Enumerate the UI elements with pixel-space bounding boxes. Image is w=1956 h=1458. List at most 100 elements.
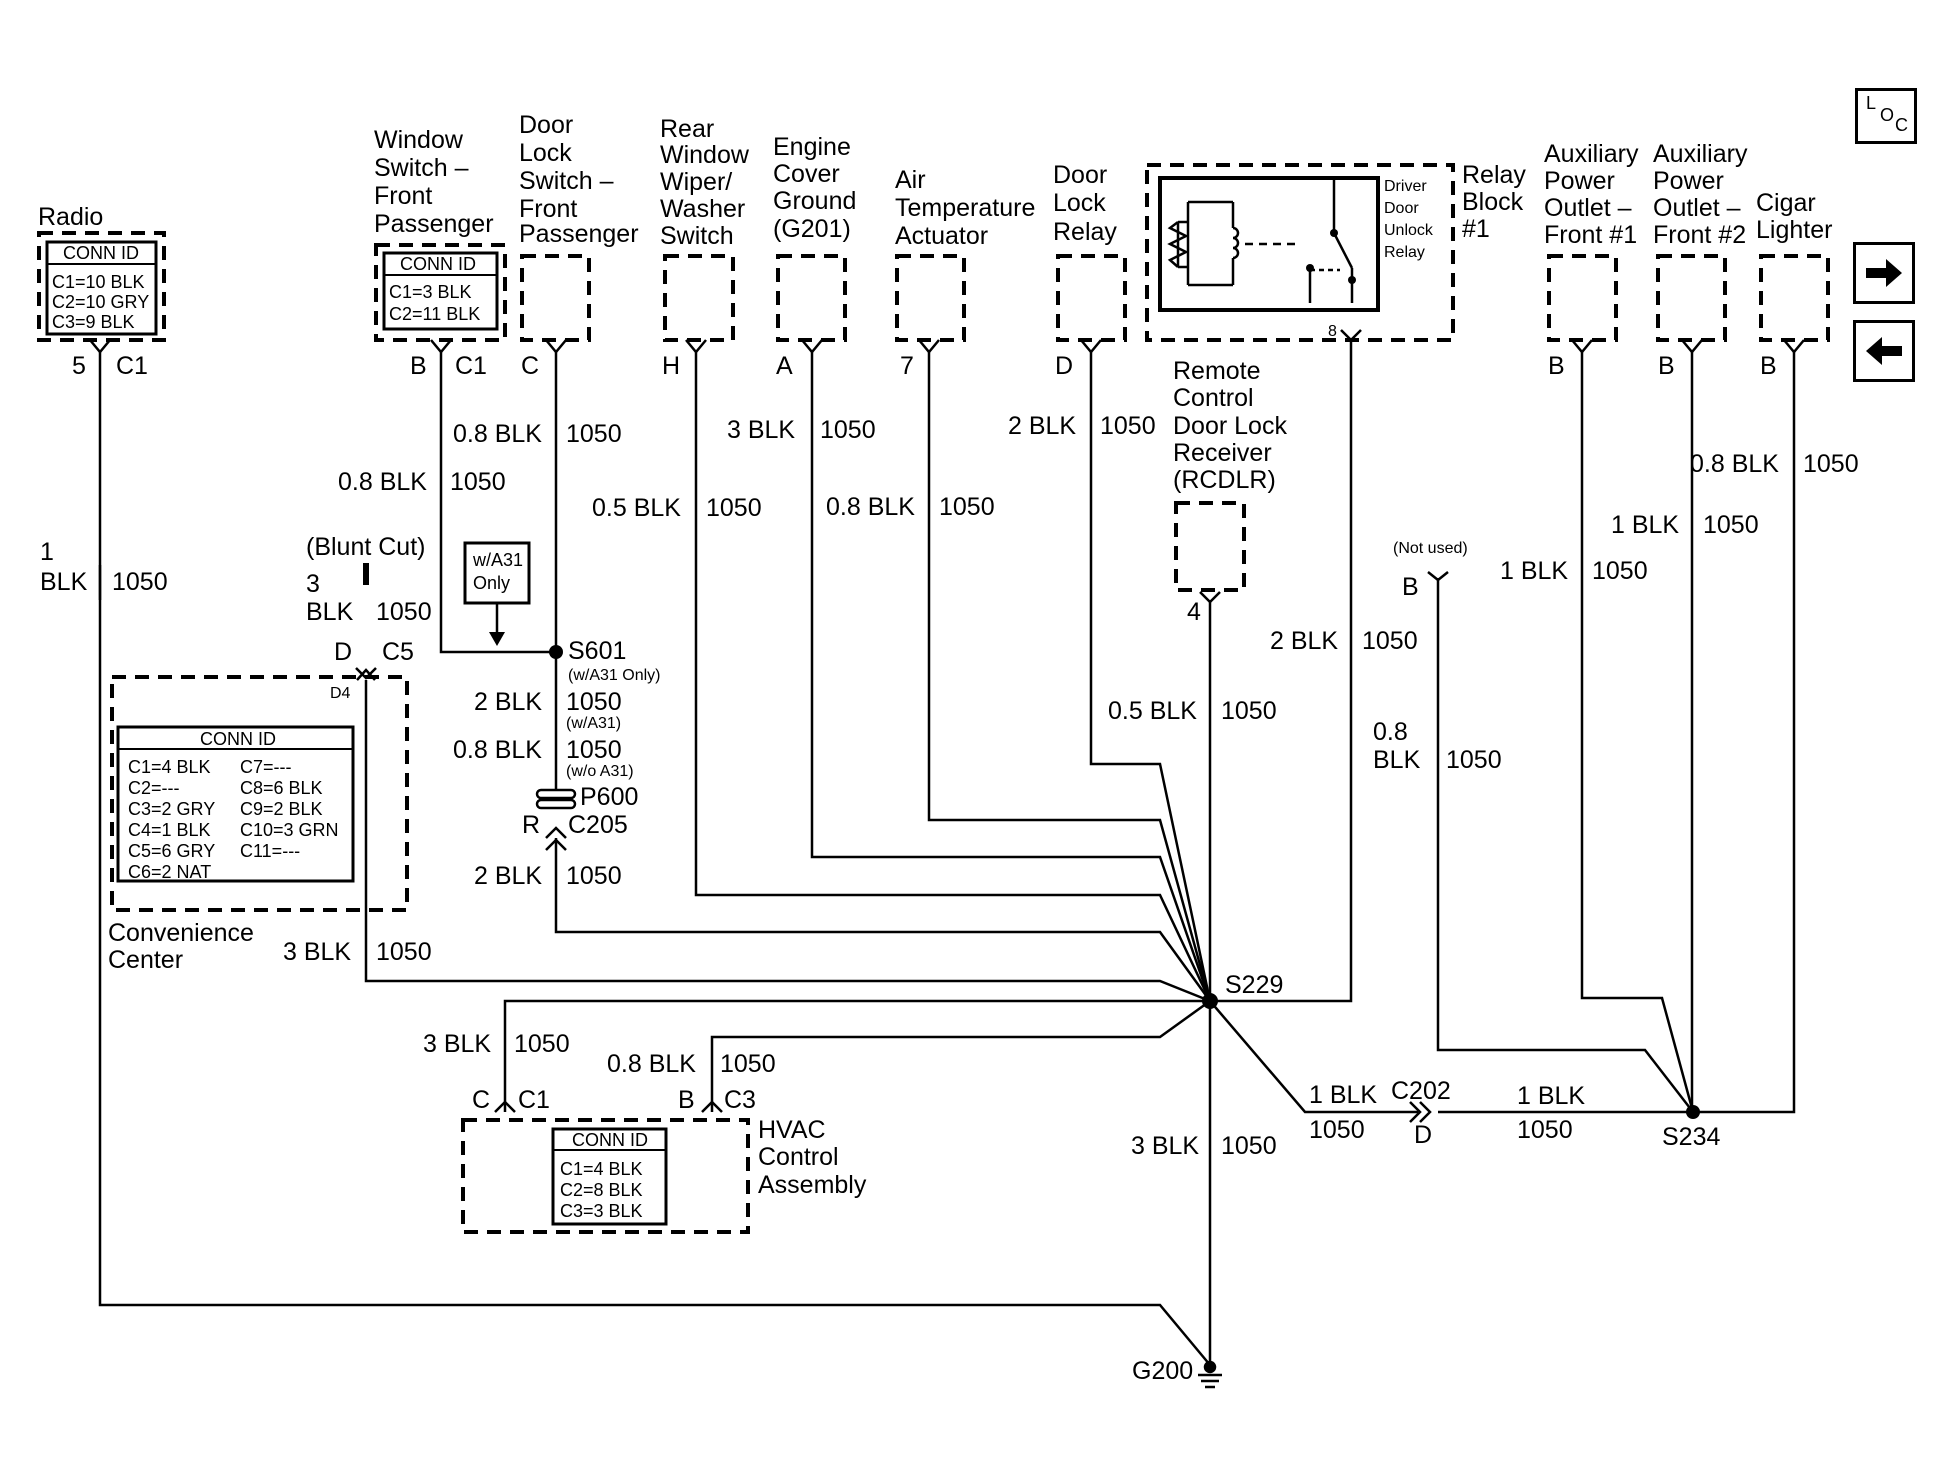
wire-label: 1050 xyxy=(1803,450,1859,478)
wire-label: 1050 xyxy=(820,416,876,444)
aux-outlet-1-label: Auxiliary xyxy=(1544,140,1639,168)
wire-label: 1050 xyxy=(1221,1132,1277,1160)
hvac-conn-table xyxy=(551,1127,668,1226)
aux-outlet-2-label: Power xyxy=(1653,167,1724,195)
convenience-conn-row: C5=6 GRY xyxy=(128,841,215,861)
wire-label: 1050 xyxy=(376,938,432,966)
splice-s229 xyxy=(1202,993,1218,1009)
w-a31-line1: w/A31 xyxy=(472,550,523,570)
window-switch-box xyxy=(374,243,507,342)
convenience-conn-row: C8=6 BLK xyxy=(240,778,323,798)
arrow-down-icon xyxy=(489,632,505,646)
hvac-conn-id: CONN ID xyxy=(572,1130,648,1150)
relay-symbol xyxy=(1167,180,1354,303)
door-lock-switch-label: Door xyxy=(519,111,573,139)
wire-label: 0.8 BLK xyxy=(453,420,542,448)
loc-letter-c: C xyxy=(1895,115,1908,135)
wiper-label: Switch xyxy=(660,222,734,250)
wire-label: 1050 xyxy=(1592,557,1648,585)
door-lock-relay-label: Door xyxy=(1053,161,1107,189)
engine-ground-box xyxy=(776,254,847,342)
aux-outlet-2-box xyxy=(1656,254,1727,342)
previous-page-button[interactable] xyxy=(1853,320,1915,382)
convenience-conn-id: CONN ID xyxy=(200,729,276,749)
relay-label: Driver xyxy=(1384,178,1427,195)
relay-label: Door xyxy=(1384,200,1419,217)
wire-label: 1 BLK xyxy=(1500,557,1568,585)
cigar-lighter-pin: B xyxy=(1760,352,1777,380)
door-lock-relay-pin: D xyxy=(1055,352,1073,380)
convenience-conn-row: C10=3 GRN xyxy=(240,820,339,840)
hvac-pin: B xyxy=(678,1086,695,1114)
radio-title: Radio xyxy=(38,203,103,231)
window-switch-pin: B xyxy=(410,352,427,380)
wire-hvac-c3 xyxy=(710,999,1211,1112)
wire-label: 1050 xyxy=(1517,1116,1573,1144)
next-page-button[interactable] xyxy=(1853,242,1915,304)
window-switch-conn-row: C2=11 BLK xyxy=(389,304,480,324)
wire-label: 0.5 BLK xyxy=(1108,697,1197,725)
window-switch-label: Passenger xyxy=(374,210,494,238)
wire-label: 1050 xyxy=(566,688,622,716)
g200-label: G200 xyxy=(1132,1357,1193,1385)
wire-label: 1050 xyxy=(706,494,762,522)
not-used-pin: B xyxy=(1402,573,1419,601)
door-lock-switch-label: Lock xyxy=(519,139,572,167)
wire-label: 1050 xyxy=(112,568,168,596)
window-switch-label: Switch – xyxy=(374,154,469,182)
ground-icon xyxy=(1198,1360,1222,1389)
wire-s229-c202 xyxy=(1209,1000,1418,1114)
wire-label: 1050 xyxy=(939,493,995,521)
relay-pin: 8 xyxy=(1328,323,1337,340)
wire-label: 1 xyxy=(40,538,54,566)
convenience-center-box xyxy=(110,675,409,912)
arrow-right-icon xyxy=(1866,259,1902,287)
radio-conn-row: C2=10 GRY xyxy=(52,292,149,312)
engine-ground-label: Engine xyxy=(773,133,851,161)
wire-relay-block xyxy=(1210,340,1353,1003)
hvac-label: HVAC xyxy=(758,1116,826,1144)
air-actuator-label: Temperature xyxy=(895,194,1035,222)
wire-cigar-lighter xyxy=(1693,352,1796,1114)
wire-hvac-c1 xyxy=(503,999,1210,1112)
arrow-left-icon xyxy=(1866,337,1902,365)
wire-label: BLK xyxy=(1373,746,1421,774)
wire-label: 0.8 BLK xyxy=(826,493,915,521)
hvac-label: Control xyxy=(758,1143,839,1171)
window-switch-label: Window xyxy=(374,126,464,154)
rcdlr-label: Remote xyxy=(1173,357,1261,385)
wire-note: (w/A31) xyxy=(566,715,621,732)
convenience-conn-row: C1=4 BLK xyxy=(128,757,211,777)
location-icon[interactable]: L O C xyxy=(1855,88,1917,144)
wire-label: 1050 xyxy=(1221,697,1277,725)
window-switch-conn-id: CONN ID xyxy=(400,254,476,274)
door-lock-switch-pin: C xyxy=(521,352,539,380)
wire-label: 2 BLK xyxy=(474,688,542,716)
rcdlr-label: Door Lock xyxy=(1173,412,1287,440)
engine-ground-label: Ground xyxy=(773,187,856,215)
hvac-pin: C xyxy=(472,1086,490,1114)
convenience-conn-row: C3=2 GRY xyxy=(128,799,215,819)
aux-outlet-2-label: Outlet – xyxy=(1653,194,1741,222)
door-lock-relay-label: Lock xyxy=(1053,189,1106,217)
wire-aux-outlet-1 xyxy=(1580,352,1695,1113)
p600-symbol xyxy=(535,788,577,810)
connector-marks xyxy=(89,329,1805,1123)
aux-outlet-1-box xyxy=(1547,254,1618,342)
wire-label: 0.8 xyxy=(1373,718,1408,746)
wire-label: 0.8 BLK xyxy=(607,1050,696,1078)
wire-label: 1050 xyxy=(1362,627,1418,655)
p600-label: P600 xyxy=(580,783,638,811)
hvac-conn: C1 xyxy=(518,1086,550,1114)
s234-label: S234 xyxy=(1662,1123,1720,1151)
relay-label: Relay xyxy=(1384,244,1425,261)
wire-label: 3 BLK xyxy=(283,938,351,966)
hvac-conn: C3 xyxy=(724,1086,756,1114)
wire-label: 1050 xyxy=(566,420,622,448)
wire-c205 xyxy=(554,838,1212,1002)
air-actuator-box xyxy=(895,254,966,342)
rcdlr-label: Receiver xyxy=(1173,439,1272,467)
wire-label: 1 BLK xyxy=(1309,1081,1377,1109)
wire-note: (w/o A31) xyxy=(566,763,634,780)
wire-label: 3 BLK xyxy=(727,416,795,444)
